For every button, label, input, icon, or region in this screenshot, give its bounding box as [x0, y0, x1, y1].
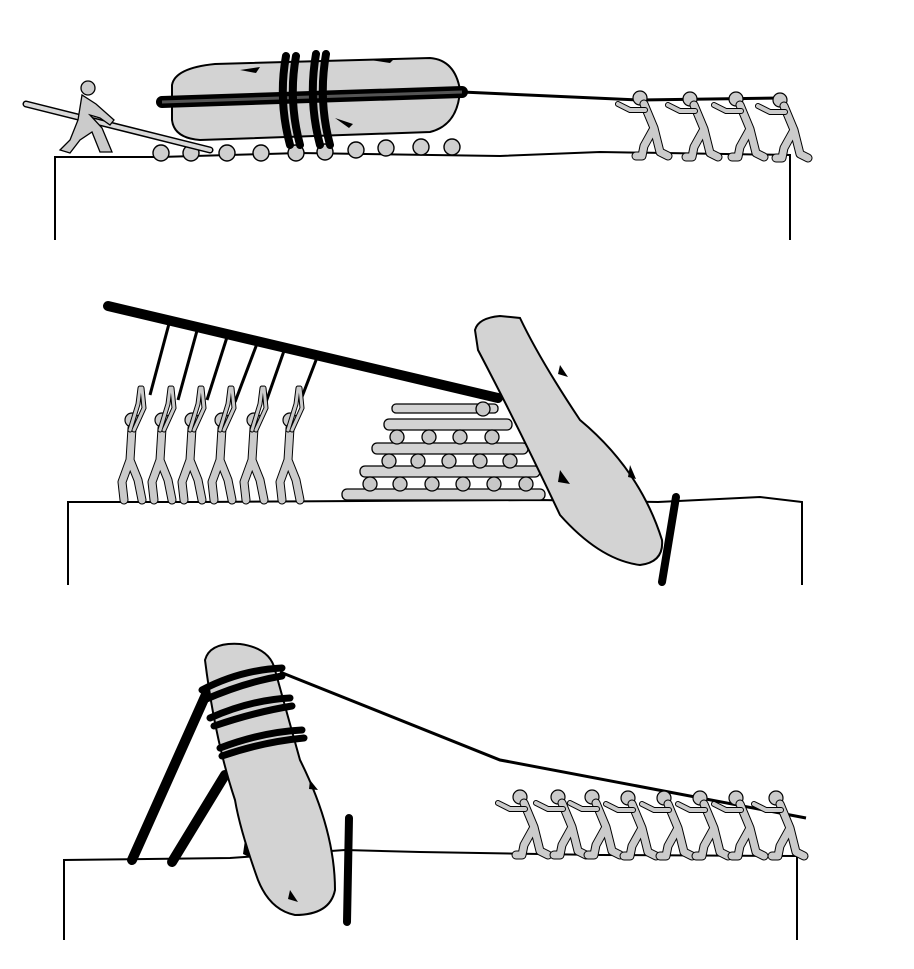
panel-1-transport	[22, 50, 808, 240]
support-prop-2	[167, 770, 230, 867]
stop-post	[658, 493, 680, 586]
stone-marks	[558, 365, 636, 484]
timber-stack	[341, 401, 546, 501]
support-prop-1	[127, 685, 213, 865]
panel-2-tipping	[67, 301, 803, 586]
megalith-stone-standing	[203, 642, 337, 917]
hauler-figure	[244, 388, 266, 500]
stone-marks	[240, 58, 395, 128]
hauler-figure	[754, 791, 804, 856]
haulers-group-3	[498, 790, 804, 856]
hauler-figure	[758, 93, 808, 158]
hauler-figure	[152, 388, 174, 500]
hauler-figure	[212, 388, 234, 500]
hauler-figure	[280, 388, 302, 500]
haulers-group-1	[618, 91, 808, 158]
stone-marks	[243, 780, 318, 902]
rollers	[152, 138, 461, 162]
ground-block-2	[67, 495, 803, 585]
lever-worker-figure	[58, 80, 115, 154]
hauler-figure	[714, 92, 764, 157]
haulers-group-2	[122, 388, 302, 500]
rope-binding-vertical	[278, 50, 334, 149]
hauler-figure	[536, 790, 586, 855]
hauler-figure	[182, 388, 204, 500]
panel-3-raising	[63, 642, 807, 940]
rope-wraps	[198, 664, 308, 760]
ground-block-1	[54, 150, 791, 240]
haul-rope	[279, 670, 807, 820]
hauler-figure	[668, 92, 718, 157]
hauler-figure	[498, 790, 548, 855]
lever-beam	[103, 301, 503, 403]
stop-post	[343, 814, 353, 926]
megalith-stone-tilted	[473, 314, 664, 567]
hauler-figure	[122, 388, 144, 500]
